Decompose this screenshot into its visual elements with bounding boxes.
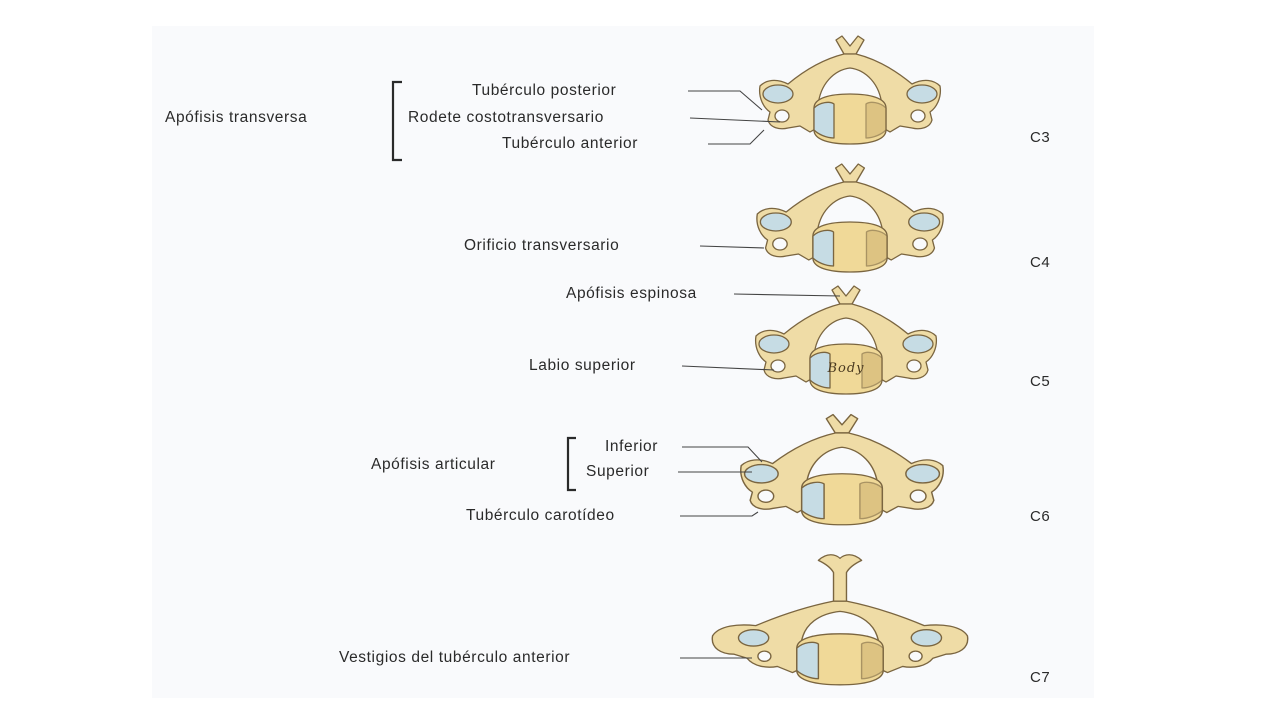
leader-lines — [678, 90, 841, 659]
label-superior: Superior — [586, 463, 650, 480]
vertebra-c4 — [756, 163, 944, 273]
label-tuberculo-posterior: Tubérculo posterior — [472, 82, 617, 99]
label-apofisis-espinosa: Apófisis espinosa — [566, 285, 697, 302]
vertebra-c7 — [711, 554, 969, 686]
label-apofisis-transversa: Apófisis transversa — [165, 109, 308, 126]
label-vestigios-tuberculo-anterior: Vestigios del tubérculo anterior — [339, 649, 571, 666]
label-labio-superior: Labio superior — [529, 357, 636, 374]
level-label-c5: C5 — [1030, 373, 1051, 390]
level-label-c3: C3 — [1030, 129, 1051, 146]
label-orificio-transversario: Orificio transversario — [464, 237, 620, 254]
label-apofisis-articular: Apófisis articular — [371, 456, 496, 473]
vertebra-c3 — [758, 35, 942, 145]
label-inferior: Inferior — [605, 438, 659, 455]
body-handwritten-label: Body — [826, 361, 864, 376]
level-label-c4: C4 — [1030, 254, 1051, 271]
label-tuberculo-carotideo: Tubérculo carotídeo — [466, 507, 615, 524]
level-label-c7: C7 — [1030, 669, 1051, 686]
vertebrae-illustration: Body — [391, 35, 969, 686]
vertebra-c6 — [740, 413, 944, 526]
diagram-plate: Body Apófisis transversa Tubérculo poste… — [152, 26, 1094, 698]
bracket-apofisis-transversa — [391, 80, 402, 162]
bracket-apofisis-articular — [566, 436, 576, 492]
vertebra-c5 — [754, 285, 938, 395]
level-label-c6: C6 — [1030, 508, 1051, 525]
label-rodete-costotransversario: Rodete costotransversario — [408, 109, 604, 126]
label-tuberculo-anterior: Tubérculo anterior — [502, 135, 639, 152]
